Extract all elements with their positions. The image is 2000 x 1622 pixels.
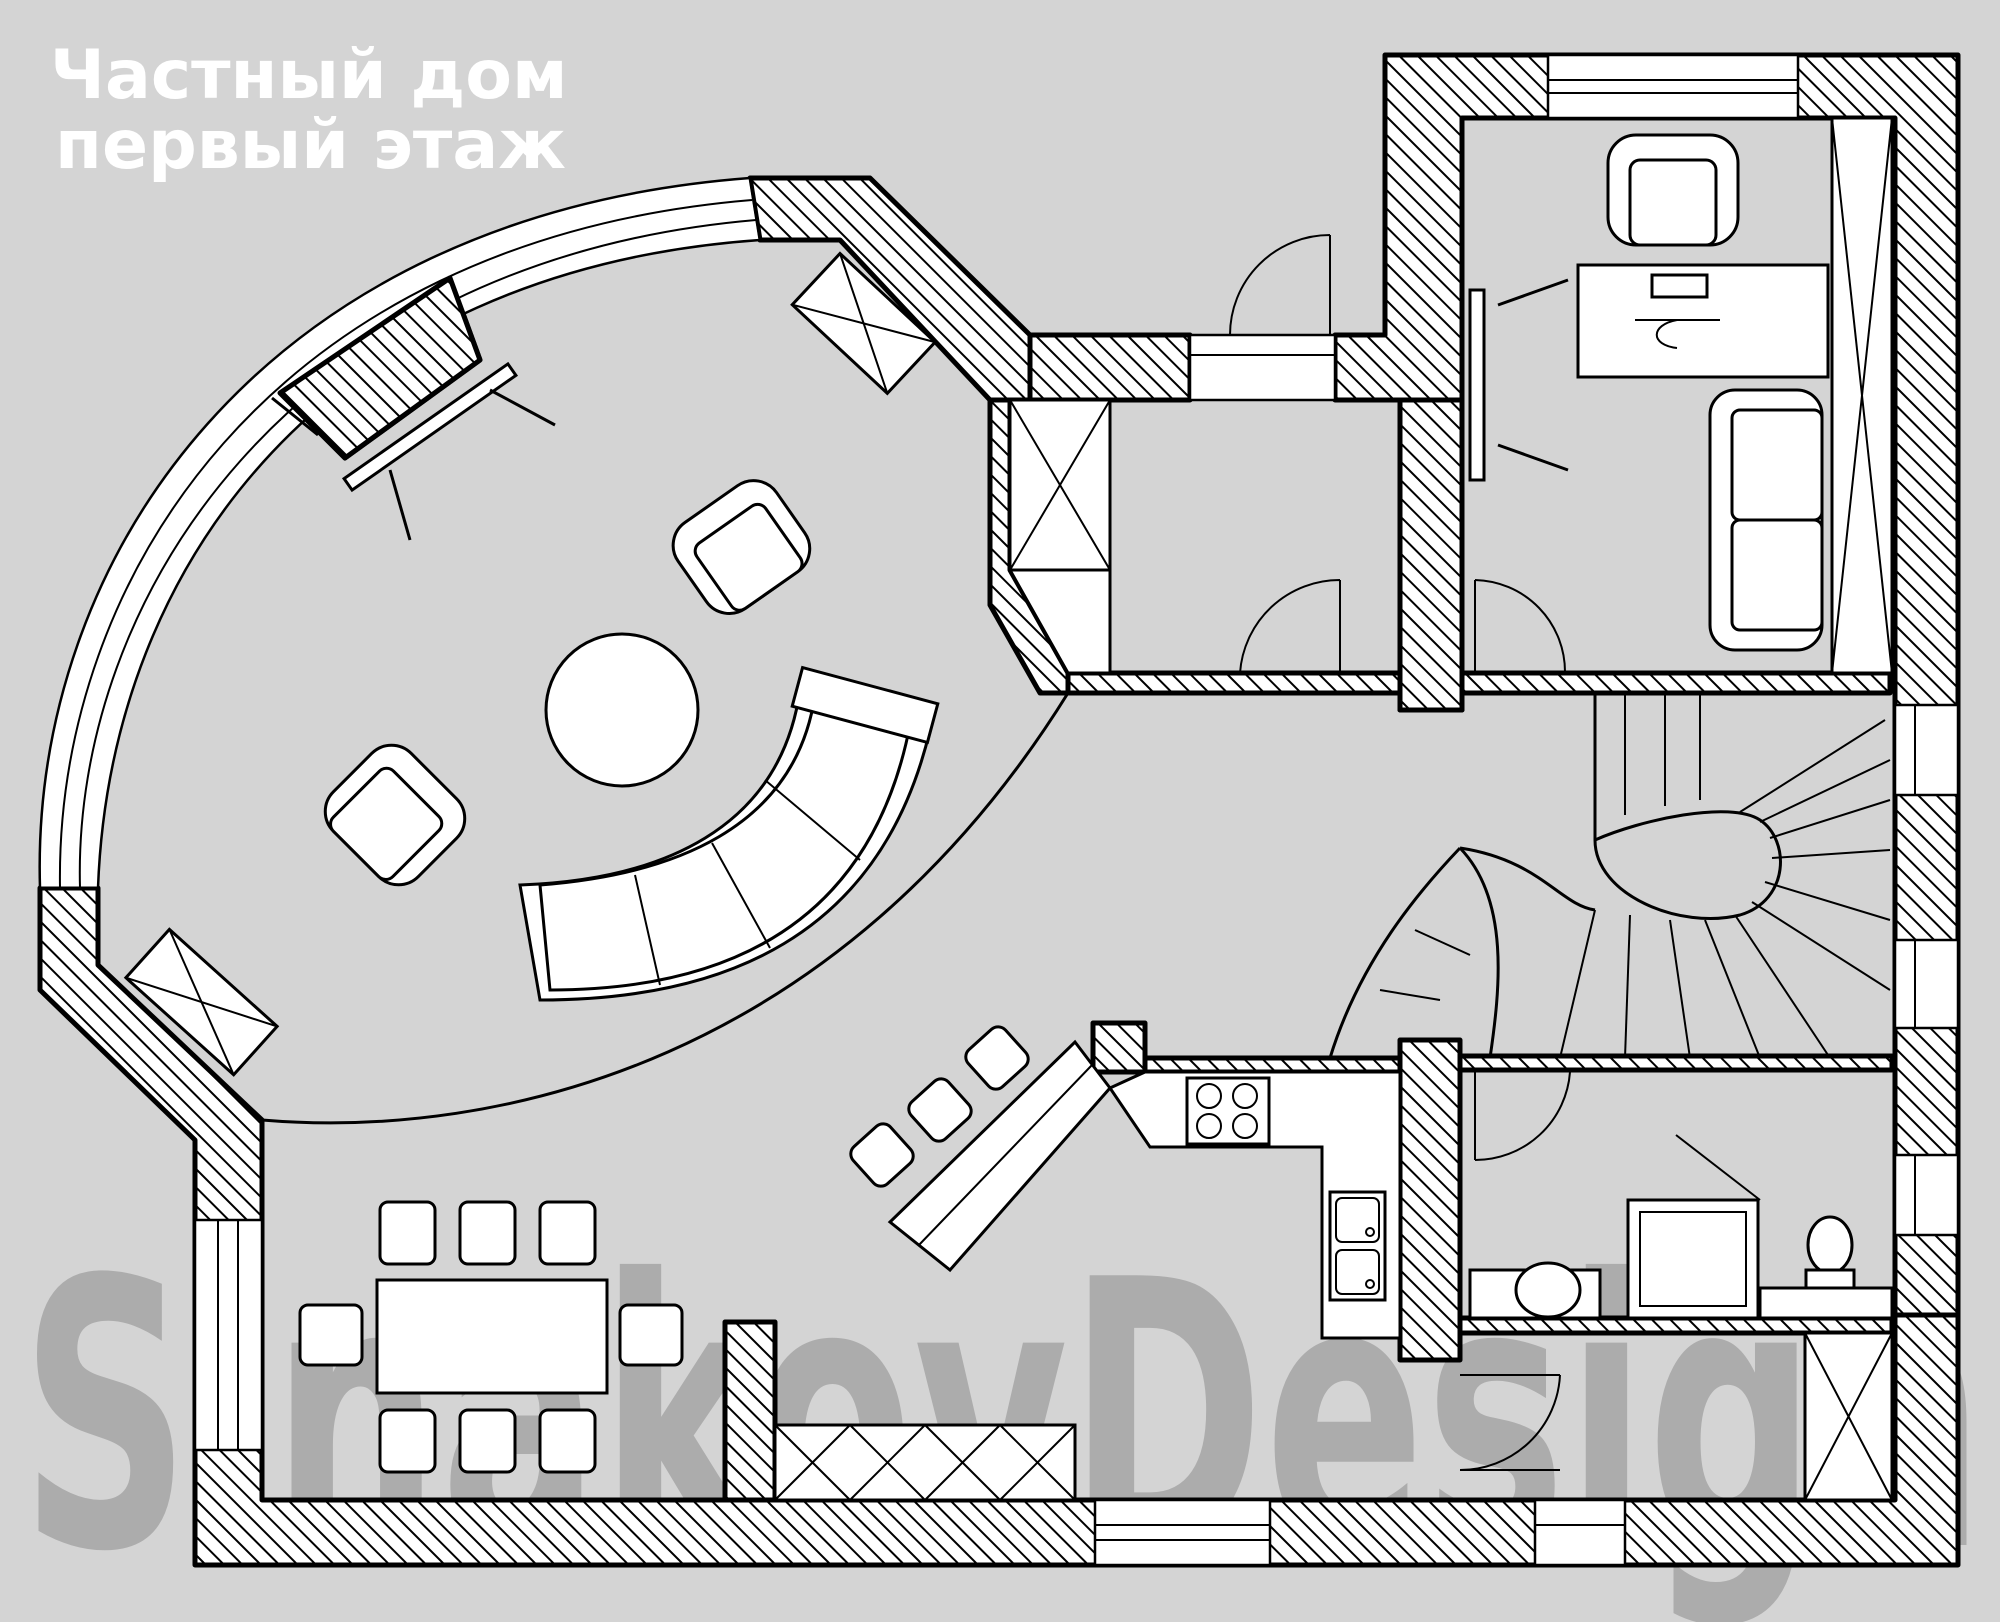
wall-north-rooms-divider (1397, 397, 1465, 713)
kitchen-sink (1328, 1190, 1387, 1302)
wall-bath-north (1457, 1053, 1895, 1073)
office (1468, 133, 1830, 652)
tv-panel (1468, 288, 1486, 482)
armchair-west (323, 743, 467, 887)
wall-north-connector (1027, 332, 1193, 403)
wall-bath-south (1457, 1315, 1895, 1336)
windows (193, 53, 1960, 1567)
curved-sofa (518, 665, 940, 1002)
washbasin (1514, 1261, 1582, 1319)
window-east-3 (1893, 1153, 1960, 1237)
living-room-tv (341, 361, 556, 541)
toilet (1804, 1215, 1856, 1290)
door-hall (1459, 1374, 1561, 1472)
wall-kitchen-top (1142, 1055, 1403, 1075)
bathroom-shelf (1758, 1286, 1894, 1320)
kitchen-island (887, 1039, 1112, 1273)
title-line-2: первый этаж (55, 106, 566, 185)
wall-dining-partition (722, 1319, 778, 1503)
storage-dining (773, 1423, 1077, 1502)
wardrobe-northeast (790, 251, 938, 396)
laptop (1650, 273, 1709, 299)
window-tower-north (1546, 53, 1800, 120)
bar-stools (849, 1025, 1030, 1188)
window-west (193, 1218, 264, 1452)
wall-bath-west (1397, 1037, 1463, 1363)
coffee-table (544, 632, 700, 788)
dining-chairs (298, 1200, 684, 1474)
door-connector (1229, 234, 1331, 336)
office-sofa (1708, 388, 1824, 652)
kitchen-counter (1107, 1070, 1402, 1340)
window-connector (1188, 333, 1337, 402)
armchair-north (671, 479, 812, 615)
staircase (1328, 693, 1891, 1059)
window-east-2 (1893, 938, 1960, 1030)
wall-north-rooms-bottom (1065, 670, 1893, 696)
door-bathroom (1474, 1071, 1571, 1162)
cooktop (1185, 1076, 1271, 1146)
living-room-window-wall (38, 176, 762, 890)
door-north-room (1239, 578, 1341, 674)
shower (1626, 1198, 1760, 1320)
dining-table (375, 1278, 609, 1395)
wardrobes (123, 116, 1894, 1502)
wall-kitchen-stub (1090, 1020, 1148, 1075)
living-room-boundary (261, 692, 1070, 1125)
dining (298, 1200, 684, 1474)
wardrobe-southwest (123, 927, 280, 1077)
bathroom (1468, 1134, 1894, 1320)
office-armchair (1606, 133, 1740, 247)
living-room-furniture (323, 479, 940, 1002)
window-south-1 (1093, 1498, 1272, 1567)
plan-title: Частный дом первый этаж (50, 36, 568, 185)
doors (1229, 234, 1571, 1472)
window-south-2 (1533, 1498, 1627, 1567)
door-office (1474, 579, 1567, 674)
title-line-1: Частный дом (50, 36, 568, 115)
kitchen (849, 1025, 1402, 1340)
window-east-1 (1893, 703, 1960, 797)
